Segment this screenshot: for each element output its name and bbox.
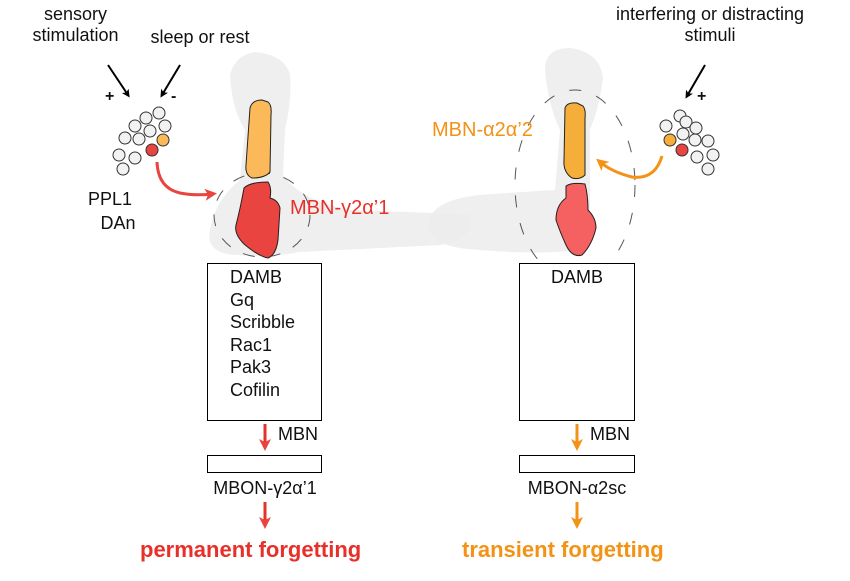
gene-item: DAMB [230, 267, 283, 287]
right-mbon-label: MBON-α2sc [527, 478, 627, 498]
sensory-stimulation-arrow [107, 64, 130, 98]
right-orange-lobe [563, 102, 586, 180]
gene-item: Gq [230, 289, 255, 310]
left-gene-box: DAMB Gq Scribble Rac1 Pak3 Cofilin [207, 263, 322, 421]
plus-sign: + [105, 88, 115, 105]
left-red-lobe [235, 181, 281, 259]
right-mbn-arrow-label: MBN [590, 424, 630, 444]
left-mbn-label: MBN-γ2α’1 [290, 197, 390, 219]
left-ppl1-neuron-cluster [112, 106, 172, 176]
gene-item: Pak3 [230, 357, 272, 377]
sensory-stimulation-label: sensory stimulation [32, 4, 119, 45]
permanent-forgetting-label: permanent forgetting [140, 537, 362, 562]
gene-item: DAMB [550, 267, 603, 287]
left-orange-lobe [245, 99, 272, 179]
left-mbon-label: MBON-γ2α’1 [213, 478, 317, 498]
right-plus-sign: + [697, 88, 707, 105]
right-mushroom-body-outline [428, 48, 603, 253]
gene-item: Rac1 [230, 334, 273, 355]
interfering-stimuli-label: interfering or distracting stimuli [615, 4, 805, 45]
gene-item: Scribble [230, 312, 296, 332]
right-dan-projection-arrow [596, 155, 664, 179]
gene-item: Cofilin [230, 379, 281, 400]
dan-label: DAn [100, 213, 136, 233]
left-mbn-arrow-label: MBN [278, 424, 318, 444]
right-gene-box: DAMB [519, 263, 635, 421]
sleep-rest-arrow [160, 64, 181, 98]
sleep-or-rest-label: sleep or rest [150, 27, 250, 47]
right-red-lobe [555, 182, 597, 256]
left-mbon-box [207, 455, 322, 473]
left-dan-projection-arrow [155, 161, 217, 201]
right-mbon-box [519, 455, 635, 473]
right-mbn-label: MBN-α2α’2 [432, 119, 533, 141]
right-ppl1-neuron-cluster [659, 109, 720, 176]
transient-forgetting-label: transient forgetting [462, 537, 664, 562]
minus-sign: - [171, 88, 177, 105]
interfering-stimuli-arrow [685, 64, 706, 99]
ppl1-label: PPL1 [87, 189, 133, 209]
